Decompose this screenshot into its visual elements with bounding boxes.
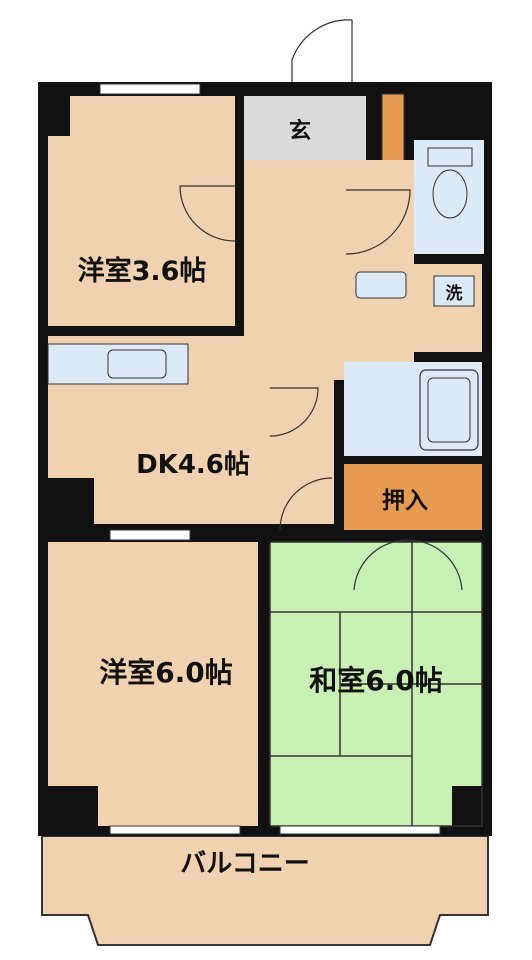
- western-room-b-floor: [48, 542, 258, 826]
- closet-floor: [344, 464, 482, 530]
- pillar: [452, 786, 482, 826]
- door-swings: [179, 19, 463, 591]
- western-room-b-label: 洋室6.0帖: [99, 656, 233, 689]
- wash-basin: [355, 271, 407, 299]
- japanese-room-label: 和室6.0帖: [309, 664, 443, 697]
- toilet-bowl: [432, 169, 468, 219]
- balcony: [41, 835, 489, 946]
- kitchen-dark-corner: [48, 478, 94, 526]
- kitchen-sink: [107, 349, 167, 379]
- western-room-a-floor: [48, 96, 235, 326]
- pillar: [48, 96, 70, 136]
- windows: [99, 83, 441, 835]
- balcony-label: バルコニー: [180, 849, 309, 879]
- bathtub-inner: [427, 377, 471, 443]
- washer-box: [433, 275, 475, 307]
- closet-label: 押入: [382, 488, 428, 514]
- pillar: [48, 786, 98, 826]
- washer-label: 洗: [446, 283, 463, 304]
- entrance-floor: [244, 96, 366, 160]
- western-room-a-label: 洋室3.6帖: [78, 255, 207, 287]
- toilet-tank: [427, 147, 473, 167]
- dining-kitchen-label: DK4.6帖: [136, 450, 250, 480]
- entrance-label: 玄: [289, 118, 311, 144]
- shoe-cabinet: [381, 93, 405, 165]
